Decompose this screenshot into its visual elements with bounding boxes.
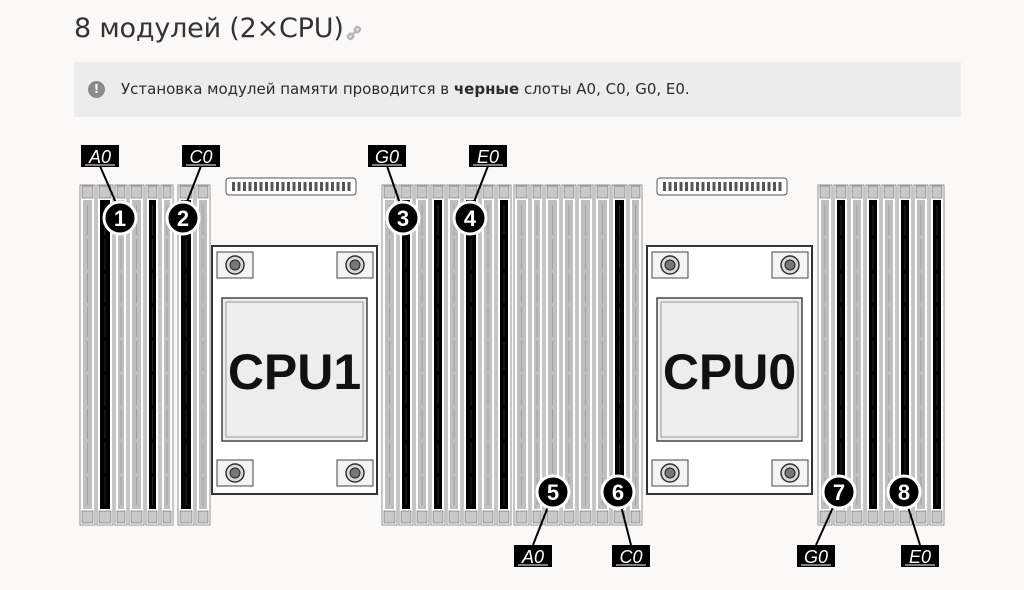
dimm-slot	[480, 184, 496, 526]
slot-number-marker: 1	[102, 200, 138, 236]
screw-mount	[771, 459, 809, 487]
slot-label-text: A0	[88, 147, 111, 167]
marker-number: 3	[397, 206, 409, 231]
marker-number: 2	[177, 206, 189, 231]
cpu-socket: CPU1	[211, 245, 378, 495]
dimm-slot	[398, 184, 414, 526]
slot-number-marker: 4	[452, 200, 488, 236]
link-icon[interactable]	[342, 21, 366, 45]
slot-label-text: E0	[477, 147, 499, 167]
cpu-socket: CPU0	[646, 245, 813, 495]
slot-label-text: G0	[804, 547, 828, 567]
dimm-slot	[577, 184, 594, 526]
dimm-slot	[833, 184, 849, 526]
dimm-slot	[561, 184, 577, 526]
slot-label-top: G0	[368, 145, 406, 213]
dimm-slot	[462, 184, 480, 526]
dimm-slot	[865, 184, 881, 526]
slot-number-marker: 2	[165, 200, 201, 236]
dimm-slot	[594, 184, 611, 526]
dimm-slot	[114, 184, 128, 526]
screw-mount	[771, 251, 809, 279]
dimm-slot	[628, 184, 643, 526]
marker-number: 4	[464, 206, 477, 231]
page-title: 8 модулей (2×CPU)	[74, 13, 344, 44]
dimm-slot	[430, 184, 446, 526]
slot-number-marker: 7	[821, 474, 857, 510]
screw-mount	[651, 459, 689, 487]
dimm-slot	[177, 184, 195, 526]
dimm-slot	[79, 184, 96, 526]
slot-label-text: C0	[619, 547, 642, 567]
screw-mount	[336, 459, 374, 487]
vent-grille	[225, 177, 357, 196]
marker-number: 6	[612, 480, 624, 505]
notice-text: Установка модулей памяти проводится в че…	[121, 80, 690, 98]
dimm-slot	[817, 184, 833, 526]
slot-label-bottom: C0	[612, 493, 650, 567]
slot-number-marker: 6	[600, 474, 636, 510]
dimm-slot	[145, 184, 160, 526]
slot-label-top: A0	[81, 145, 121, 213]
dimm-slot	[414, 184, 430, 526]
dimm-slot	[128, 184, 145, 526]
cpu-label: CPU0	[663, 344, 796, 400]
dimm-slot	[513, 184, 530, 526]
dimm-slot	[96, 184, 114, 526]
slot-number-marker: 3	[385, 200, 421, 236]
slot-label-bottom: G0	[797, 493, 840, 567]
dimm-slot	[544, 184, 561, 526]
dimm-slot	[496, 184, 512, 526]
dimm-slot	[929, 184, 945, 526]
vent-grille	[656, 177, 788, 196]
marker-number: 5	[547, 480, 559, 505]
slot-label-bottom: E0	[901, 493, 939, 567]
screw-mount	[651, 251, 689, 279]
dimm-slot	[849, 184, 865, 526]
slot-label-text: E0	[909, 547, 931, 567]
slot-number-marker: 5	[535, 474, 571, 510]
dimm-slot	[160, 184, 174, 526]
screw-mount	[216, 251, 254, 279]
slot-label-text: G0	[375, 147, 399, 167]
slot-number-marker: 8	[886, 474, 922, 510]
screw-mount	[336, 251, 374, 279]
cpu-label: CPU1	[228, 344, 361, 400]
dimm-slot	[897, 184, 913, 526]
dimm-slot	[913, 184, 929, 526]
dimm-slot	[881, 184, 897, 526]
marker-number: 7	[833, 480, 845, 505]
dimm-slot	[195, 184, 211, 526]
dimm-slot	[446, 184, 462, 526]
dimm-slot	[611, 184, 628, 526]
slot-label-text: A0	[521, 547, 544, 567]
dimm-slot	[530, 184, 544, 526]
marker-number: 8	[898, 480, 910, 505]
exclamation-circle-icon: !	[88, 81, 105, 98]
notice-box: ! Установка модулей памяти проводится в …	[74, 62, 961, 117]
slot-label-top: C0	[182, 145, 220, 213]
dimm-slot	[381, 184, 398, 526]
screw-mount	[216, 459, 254, 487]
marker-number: 1	[114, 206, 126, 231]
slot-label-text: C0	[189, 147, 212, 167]
